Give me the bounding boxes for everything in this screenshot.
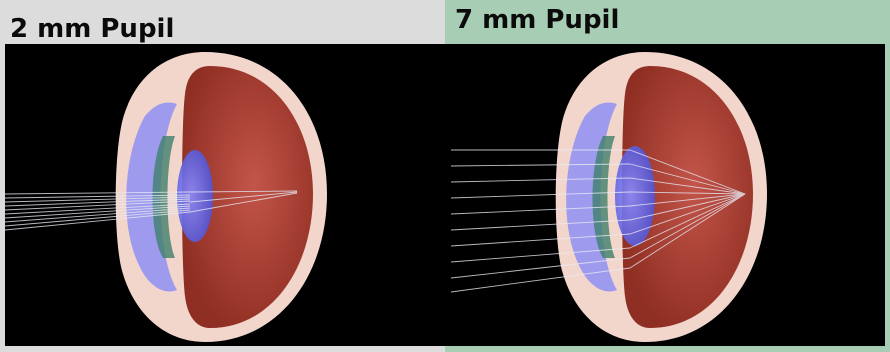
panel-7mm-pupil: 7 mm Pupil [445,0,890,352]
panel-title: 2 mm Pupil [10,16,174,42]
eye-scene-2mm [5,44,445,346]
eye-cross-section-large-pupil-illustration [445,44,885,346]
panel-2mm-pupil: 2 mm Pupil [0,0,445,352]
eye-cross-section-small-pupil-illustration [5,44,445,346]
panel-title: 7 mm Pupil [455,7,619,33]
eye-scene-7mm [445,44,885,346]
